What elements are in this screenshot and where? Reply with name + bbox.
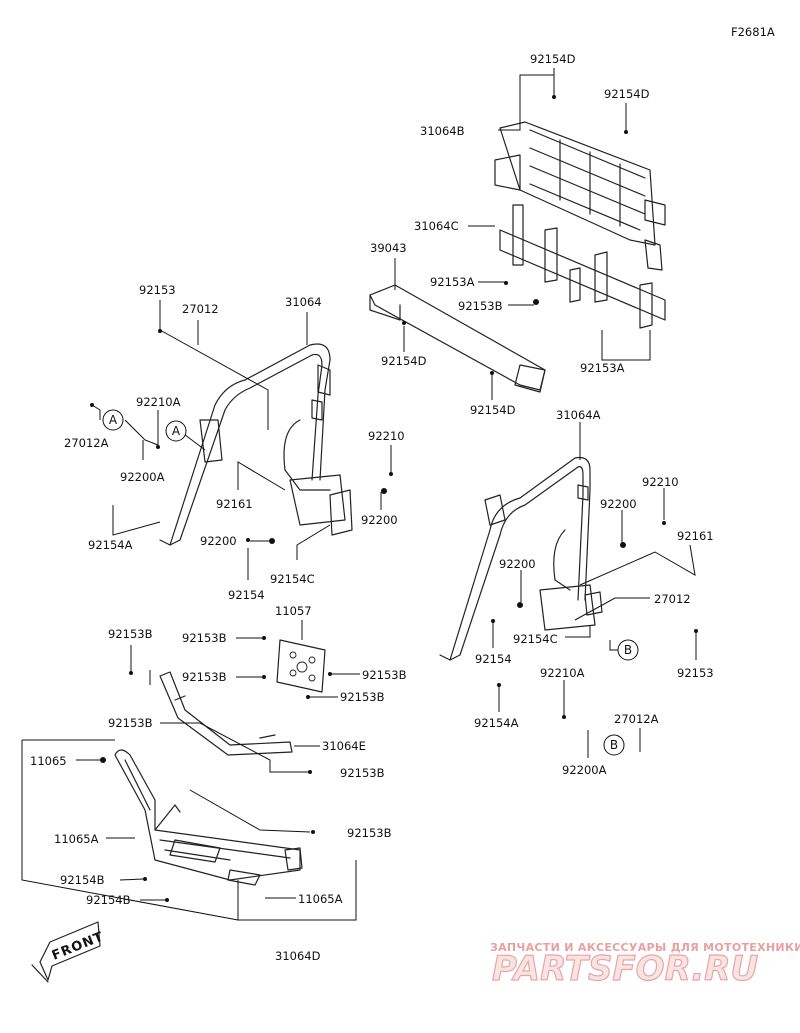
label-92200A: 92200A bbox=[120, 470, 165, 484]
figure-code: F2681A bbox=[731, 25, 775, 39]
callout-b-top bbox=[617, 639, 639, 661]
watermark: ЗАПЧАСТИ И АКСЕССУАРЫ ДЛЯ МОТОТЕХНИКИ PA… bbox=[490, 941, 800, 990]
label-27012: 27012 bbox=[654, 592, 691, 606]
front-label: FRONT bbox=[50, 929, 106, 963]
label-39043: 39043 bbox=[370, 241, 407, 255]
label-92210A: 92210A bbox=[540, 666, 585, 680]
label-31064C: 31064C bbox=[414, 219, 459, 233]
label-92154D: 92154D bbox=[381, 354, 427, 368]
svg-text:PARTSFOR.RU: PARTSFOR.RU bbox=[492, 949, 758, 989]
label-92154D: 92154D bbox=[604, 87, 650, 101]
label-92153B: 92153B bbox=[458, 299, 503, 313]
label-31064B: 31064B bbox=[420, 124, 465, 138]
svg-text:B: B bbox=[624, 643, 632, 657]
label-11065A: 11065A bbox=[54, 832, 99, 846]
label-92154A: 92154A bbox=[88, 538, 133, 552]
label-27012A: 27012A bbox=[614, 712, 659, 726]
svg-text:A: A bbox=[109, 413, 118, 427]
callout-a-right bbox=[165, 420, 187, 442]
rear-rack-assembly bbox=[369, 121, 666, 393]
label-92153A: 92153A bbox=[430, 275, 475, 289]
label-92153A: 92153A bbox=[580, 361, 625, 375]
label-92153B: 92153B bbox=[108, 716, 153, 730]
svg-text:A: A bbox=[172, 424, 181, 438]
front-bumper bbox=[114, 749, 303, 886]
label-92154D: 92154D bbox=[470, 403, 516, 417]
label-11057: 11057 bbox=[275, 604, 312, 618]
label-27012: 27012 bbox=[182, 302, 219, 316]
watermark-brand: PARTSFOR.RU bbox=[492, 949, 758, 989]
label-92154C: 92154C bbox=[270, 572, 315, 586]
front-bar bbox=[159, 671, 293, 756]
label-92210A: 92210A bbox=[136, 395, 181, 409]
watermark-tagline: ЗАПЧАСТИ И АКСЕССУАРЫ ДЛЯ МОТОТЕХНИКИ bbox=[490, 941, 800, 954]
left-rops-frame bbox=[159, 343, 353, 546]
label-31064: 31064 bbox=[285, 295, 322, 309]
label-92153B: 92153B bbox=[362, 668, 407, 682]
label-92154D: 92154D bbox=[530, 52, 576, 66]
label-92154C: 92154C bbox=[513, 632, 558, 646]
label-31064A: 31064A bbox=[556, 408, 601, 422]
label-92154: 92154 bbox=[475, 652, 512, 666]
callout-b-bottom bbox=[603, 734, 625, 756]
label-92200A: 92200A bbox=[562, 763, 607, 777]
label-92161: 92161 bbox=[216, 497, 253, 511]
label-31064D: 31064D bbox=[275, 949, 321, 963]
label-92154B: 92154B bbox=[60, 873, 105, 887]
label-92153B: 92153B bbox=[182, 631, 227, 645]
label-92153: 92153 bbox=[677, 666, 714, 680]
label-92161: 92161 bbox=[677, 529, 714, 543]
label-92154B: 92154B bbox=[86, 893, 131, 907]
label-92154A: 92154A bbox=[474, 716, 519, 730]
label-92154: 92154 bbox=[228, 588, 265, 602]
callout-circles: A A B B bbox=[102, 409, 639, 756]
label-92200: 92200 bbox=[600, 497, 637, 511]
right-rops-frame bbox=[439, 456, 603, 661]
label-92200: 92200 bbox=[499, 557, 536, 571]
label-92153B: 92153B bbox=[108, 627, 153, 641]
label-11065: 11065 bbox=[30, 754, 67, 768]
svg-text:B: B bbox=[610, 738, 618, 752]
label-92153B: 92153B bbox=[182, 670, 227, 684]
leader-lines bbox=[76, 68, 697, 901]
label-31064E: 31064E bbox=[322, 739, 366, 753]
plate-bracket bbox=[276, 639, 326, 693]
label-92200: 92200 bbox=[200, 534, 237, 548]
label-92153: 92153 bbox=[139, 283, 176, 297]
label-27012A: 27012A bbox=[64, 436, 109, 450]
label-92210: 92210 bbox=[368, 429, 405, 443]
part-labels: 92154D 92154D 31064B 31064C 39043 92153A… bbox=[30, 52, 714, 963]
label-92200: 92200 bbox=[361, 513, 398, 527]
label-92153B: 92153B bbox=[340, 766, 385, 780]
label-92153B: 92153B bbox=[347, 826, 392, 840]
callout-a-left bbox=[102, 409, 124, 431]
label-11065A: 11065A bbox=[298, 892, 343, 906]
label-92210: 92210 bbox=[642, 475, 679, 489]
fasteners bbox=[90, 95, 698, 902]
label-92153B: 92153B bbox=[340, 690, 385, 704]
front-direction-badge: FRONT bbox=[31, 921, 106, 983]
